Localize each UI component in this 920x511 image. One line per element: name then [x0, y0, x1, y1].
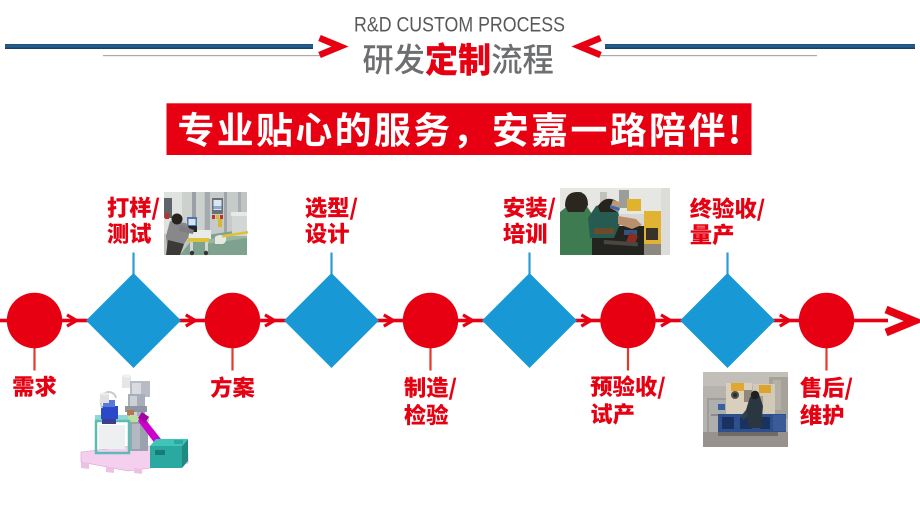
- svg-text:R&D CUSTOM PROCESS: R&D CUSTOM PROCESS: [354, 14, 565, 37]
